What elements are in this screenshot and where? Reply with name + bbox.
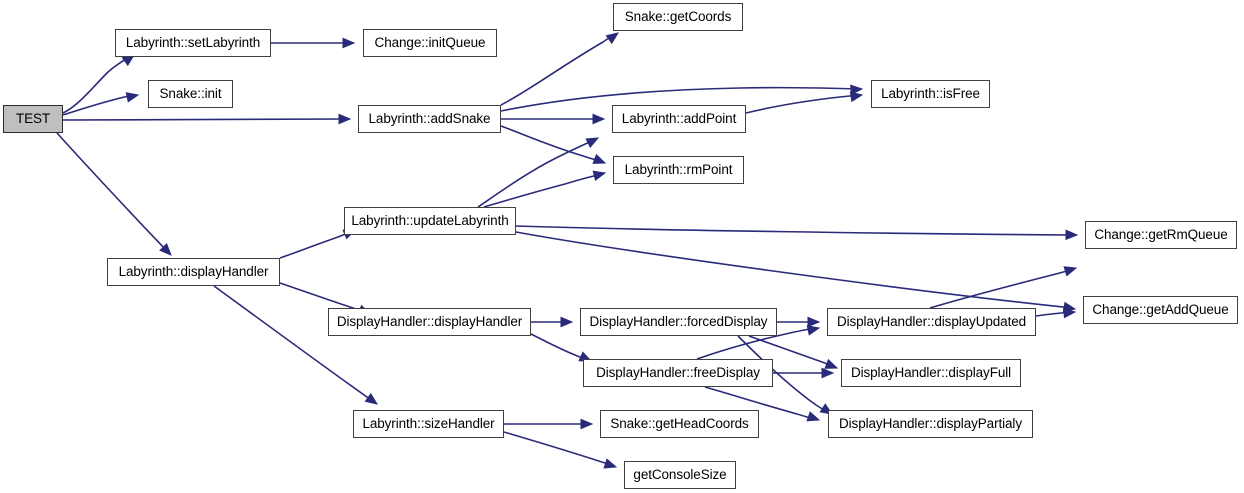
graph-node-label: DisplayHandler::displayHandler <box>336 314 523 330</box>
edge-test-to-labDisplayHandler <box>56 132 169 253</box>
arrowhead-freeDisplay->displayUpdated <box>806 325 821 336</box>
arrowhead-sizeHandler->getConsoleSize <box>603 458 618 469</box>
arrowhead-freeDisplay->displayFull <box>821 367 835 379</box>
graph-node-setLabyrinth[interactable]: Labyrinth::setLabyrinth <box>115 29 271 57</box>
edge-dhDisplayHandler-to-freeDisplay <box>530 333 590 361</box>
arrowhead-addSnake->getCoords <box>605 32 620 45</box>
graph-node-snakeInit[interactable]: Snake::init <box>148 80 233 108</box>
arrowhead-addSnake->isFree <box>850 84 864 96</box>
arrowhead-displayUpdated->getAddQueue <box>1063 307 1077 319</box>
arrowhead-addSnake->addPoint <box>592 113 606 125</box>
graph-node-label: Snake::getHeadCoords <box>610 416 749 432</box>
arrowhead-displayUpdated->getRmQueue <box>1063 266 1078 277</box>
graph-node-addPoint[interactable]: Labyrinth::addPoint <box>612 105 746 133</box>
graph-node-displayUpdated[interactable]: DisplayHandler::displayUpdated <box>827 308 1036 336</box>
graph-node-sizeHandler[interactable]: Labyrinth::sizeHandler <box>353 410 504 438</box>
arrowhead-test->addSnake <box>338 113 352 125</box>
graph-node-forcedDisplay[interactable]: DisplayHandler::forcedDisplay <box>580 308 777 336</box>
graph-node-label: Labyrinth::updateLabyrinth <box>351 213 509 229</box>
edge-displayUpdated-to-getRmQueue <box>929 268 1075 309</box>
graph-node-freeDisplay[interactable]: DisplayHandler::freeDisplay <box>583 359 773 387</box>
edge-addSnake-to-getCoords <box>500 33 616 106</box>
graph-node-updateLabyrinth[interactable]: Labyrinth::updateLabyrinth <box>344 207 516 235</box>
arrowhead-test->snakeInit <box>125 92 140 103</box>
edge-test-to-snakeInit <box>62 95 130 116</box>
arrowhead-labDisplayHandler->sizeHandler <box>364 392 379 405</box>
graph-node-getHeadCoords[interactable]: Snake::getHeadCoords <box>600 410 759 438</box>
arrowhead-addPoint->isFree <box>849 91 864 103</box>
graph-node-isFree[interactable]: Labyrinth::isFree <box>871 80 990 108</box>
graph-node-getCoords[interactable]: Snake::getCoords <box>613 3 743 31</box>
arrowhead-forcedDisplay->displayFull <box>824 358 839 369</box>
edge-updateLabyrinth-to-getAddQueue <box>515 231 1074 309</box>
graph-node-addSnake[interactable]: Labyrinth::addSnake <box>358 105 501 133</box>
graph-node-label: DisplayHandler::freeDisplay <box>596 365 760 381</box>
graph-node-label: Snake::getCoords <box>624 9 732 25</box>
graph-node-initQueue[interactable]: Change::initQueue <box>363 29 497 57</box>
graph-node-getConsoleSize[interactable]: getConsoleSize <box>624 461 736 489</box>
graph-node-getRmQueue[interactable]: Change::getRmQueue <box>1085 221 1237 249</box>
edge-labDisplayHandler-to-updateLabyrinth <box>279 230 354 259</box>
graph-node-labDisplayHandler[interactable]: Labyrinth::displayHandler <box>107 258 280 286</box>
edge-updateLabyrinth-to-getRmQueue <box>515 225 1076 236</box>
graph-node-label: Labyrinth::isFree <box>881 86 980 102</box>
arrowhead-updateLabyrinth->rmPoint <box>592 170 607 181</box>
graph-node-displayPartialy[interactable]: DisplayHandler::displayPartialy <box>828 410 1033 438</box>
graph-node-label: TEST <box>15 111 51 127</box>
graph-node-label: Labyrinth::addPoint <box>621 111 737 127</box>
graph-node-label: DisplayHandler::displayUpdated <box>836 314 1027 330</box>
graph-node-label: Labyrinth::rmPoint <box>624 162 733 178</box>
graph-node-label: DisplayHandler::forcedDisplay <box>589 314 768 330</box>
edge-updateLabyrinth-to-rmPoint <box>483 173 603 208</box>
edge-updateLabyrinth-to-addPoint <box>477 139 595 208</box>
graph-node-label: Snake::init <box>159 86 222 102</box>
graph-node-label: Labyrinth::displayHandler <box>118 264 269 280</box>
graph-node-label: Labyrinth::setLabyrinth <box>125 35 261 51</box>
arrowhead-dhDisplayHandler->forcedDisplay <box>560 316 574 328</box>
arrowhead-forcedDisplay->displayUpdated <box>807 316 821 328</box>
graph-node-label: Change::initQueue <box>374 35 486 51</box>
graph-node-label: Change::getRmQueue <box>1094 227 1228 243</box>
arrowhead-updateLabyrinth->addPoint <box>585 137 600 148</box>
edge-addSnake-to-rmPoint <box>500 125 604 163</box>
graph-node-label: DisplayHandler::displayFull <box>850 365 1012 381</box>
graph-node-label: DisplayHandler::displayPartialy <box>839 416 1022 432</box>
arrowhead-updateLabyrinth->getRmQueue <box>1065 229 1079 241</box>
graph-node-label: Change::getAddQueue <box>1092 302 1229 318</box>
edge-sizeHandler-to-getConsoleSize <box>503 431 615 467</box>
edge-test-to-addSnake <box>62 118 349 121</box>
edge-labDisplayHandler-to-sizeHandler <box>213 285 375 403</box>
graph-node-label: Labyrinth::addSnake <box>368 111 491 127</box>
graph-node-label: Labyrinth::sizeHandler <box>362 416 495 432</box>
graph-node-getAddQueue[interactable]: Change::getAddQueue <box>1083 296 1238 324</box>
arrowhead-freeDisplay->displayPartialy <box>806 411 821 422</box>
arrowhead-addSnake->rmPoint <box>592 153 607 164</box>
graph-node-displayFull[interactable]: DisplayHandler::displayFull <box>841 359 1021 387</box>
arrowhead-test->labDisplayHandler <box>159 243 172 256</box>
edge-addSnake-to-isFree <box>500 86 861 112</box>
edge-addPoint-to-isFree <box>745 94 861 114</box>
graph-node-dhDisplayHandler[interactable]: DisplayHandler::displayHandler <box>328 308 531 336</box>
graph-node-label: getConsoleSize <box>633 467 727 483</box>
arrowhead-sizeHandler->getHeadCoords <box>580 418 594 430</box>
arrowhead-setLabyrinth->initQueue <box>342 37 356 49</box>
graph-node-rmPoint[interactable]: Labyrinth::rmPoint <box>613 156 744 184</box>
graph-node-test[interactable]: TEST <box>3 105 63 133</box>
